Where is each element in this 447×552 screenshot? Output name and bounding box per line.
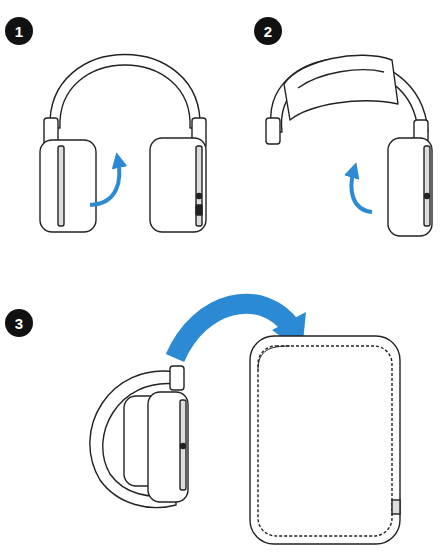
callout-circle-shape	[5, 17, 33, 45]
step-1-headphones	[40, 55, 206, 233]
callout-circle-shape	[5, 309, 33, 337]
callout-circle-shape	[254, 17, 282, 45]
fold-arrow	[351, 170, 372, 212]
fold-arrow	[90, 160, 119, 205]
callout-number: 3	[5, 309, 33, 337]
step-2-headphones	[266, 55, 432, 236]
callout-badge: 2	[254, 17, 282, 45]
callout-number: 1	[5, 17, 33, 45]
step-3-folded-headphones	[90, 366, 188, 508]
callout-badge: 3	[5, 309, 33, 337]
carrying-case	[250, 336, 400, 544]
callout-badge: 1	[5, 17, 33, 45]
callout-number: 2	[254, 17, 282, 45]
